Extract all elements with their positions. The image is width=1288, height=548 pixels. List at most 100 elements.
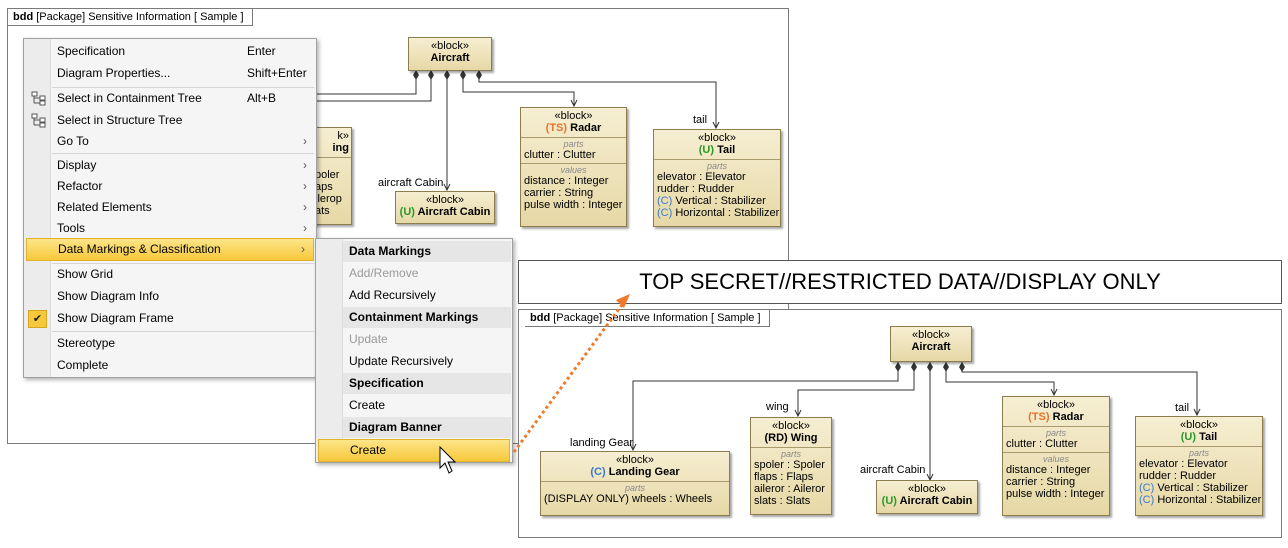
aircraft-cabin-block[interactable]: «block» (U) Aircraft Cabin (876, 480, 978, 514)
radar-block[interactable]: «block» (TS) Radar parts clutter : Clutt… (520, 107, 627, 227)
diagram-frame-tab: bdd [Package] Sensitive Information [ Sa… (525, 310, 770, 327)
menu-item-shortcut: Shift+Enter (247, 66, 307, 80)
block-stereotype: «block» (698, 132, 736, 144)
menu-item-label: Add Recursively (349, 288, 436, 302)
compartment-caption: parts (563, 139, 584, 149)
part-row: rudder : Rudder (1139, 470, 1217, 482)
menu-item-related-elements[interactable]: Related Elements› (25, 197, 315, 218)
menu-item-label: Create (350, 443, 387, 457)
block-stereotype: «block» (1180, 419, 1218, 431)
part-row: rudder : Rudder (657, 183, 735, 195)
menu-item-show-diagram-frame[interactable]: ✔ Show Diagram Frame (25, 308, 315, 329)
menu-separator (52, 263, 314, 264)
part-row: clutter : Clutter (524, 149, 596, 161)
submenu-arrow-icon: › (303, 179, 307, 193)
context-menu[interactable]: Specification Enter Diagram Properties...… (23, 38, 317, 378)
block-stereotype: «block» (908, 483, 946, 495)
diagram-title: [Package] Sensitive Information [ Sample… (36, 11, 244, 23)
part-row: poler (315, 169, 340, 181)
menu-item-show-grid[interactable]: Show Grid (25, 264, 315, 285)
banner-text: TOP SECRET//RESTRICTED DATA//DISPLAY ONL… (639, 269, 1161, 294)
menu-item-specification[interactable]: Specification Enter (25, 41, 315, 62)
compartment-caption: values (1042, 454, 1069, 464)
block-name: (RD) Wing (764, 432, 818, 444)
aircraft-block[interactable]: «block» Aircraft (408, 37, 492, 71)
menu-item-stereotype[interactable]: Stereotype (25, 333, 315, 354)
part-row: spoler : Spoler (754, 459, 825, 471)
aircraft-block[interactable]: «block» Aircraft (890, 326, 972, 362)
menu-item-label: Tools (57, 221, 86, 235)
classification-banner[interactable]: TOP SECRET//RESTRICTED DATA//DISPLAY ONL… (518, 260, 1282, 304)
menu-item-label: Update Recursively (349, 354, 454, 368)
wing-block[interactable]: «block» (RD) Wing parts spoler : Spoler … (750, 417, 832, 515)
landing-gear-block[interactable]: «block» (C) Landing Gear parts (DISPLAY … (540, 451, 730, 516)
menu-item-label: Select in Containment Tree (57, 91, 202, 105)
value-row: distance : Integer (1006, 464, 1091, 476)
block-name: Radar (570, 122, 602, 134)
menu-item-update[interactable]: Update (317, 329, 511, 350)
menu-item-label: Show Diagram Info (57, 289, 160, 303)
menu-item-label: Update (349, 332, 388, 346)
aircraft-cabin-block[interactable]: «block» (U) Aircraft Cabin (395, 191, 495, 224)
submenu-arrow-icon: › (303, 134, 307, 148)
menu-item-label: Specification (57, 44, 126, 58)
value-row: pulse width : Integer (524, 199, 623, 211)
diagram-title: [Package] Sensitive Information [ Sample… (553, 312, 761, 324)
part-row: slats : Slats (754, 495, 811, 507)
data-markings-submenu[interactable]: Data Markings Add/Remove Add Recursively… (315, 238, 513, 463)
menu-item-display[interactable]: Display› (25, 155, 315, 176)
menu-item-label: Create (349, 398, 386, 412)
classification-prefix: (U) (698, 144, 715, 156)
menu-item-label: Select in Structure Tree (57, 113, 183, 127)
block-stereotype: k» (337, 130, 349, 142)
block-stereotype: «block» (554, 110, 593, 122)
tail-block[interactable]: «block» (U) Tail parts elevator : Elevat… (1135, 416, 1263, 516)
compartment-caption: parts (1188, 448, 1209, 458)
menu-item-select-structure-tree[interactable]: Select in Structure Tree (25, 110, 315, 131)
block-name: Tail (1199, 431, 1218, 443)
classification-prefix: (C) (1139, 494, 1155, 506)
classification-prefix: (U) (881, 495, 897, 507)
menu-item-shortcut: Enter (247, 44, 276, 58)
menu-item-label: Show Grid (57, 267, 114, 281)
diagram-frame-tab: bdd [Package] Sensitive Information [ Sa… (8, 9, 253, 26)
block-name: Aircraft Cabin (417, 206, 491, 218)
value-row: carrier : String (1006, 476, 1076, 488)
tail-block[interactable]: «block» (U) Tail parts elevator : Elevat… (653, 129, 781, 227)
menu-item-data-markings-classification[interactable]: Data Markings & Classification› (26, 238, 314, 261)
role-label-aircraft-cabin: aircraft Cabin (378, 177, 444, 189)
value-row: carrier : String (524, 187, 594, 199)
part-row: aileror : Aileror (754, 483, 825, 495)
menu-item-label: Complete (57, 358, 109, 372)
radar-block[interactable]: «block» (TS) Radar parts clutter : Clutt… (1002, 396, 1110, 516)
menu-item-diagram-properties[interactable]: Diagram Properties...Shift+Enter (25, 63, 315, 84)
block-name: Aircraft (911, 341, 951, 353)
role-label-landing-gear: landing Gear (570, 437, 633, 449)
part-row: Horizontal : Stabilizer (1157, 494, 1262, 506)
menu-item-label: Display (57, 158, 97, 172)
menu-item-complete[interactable]: Complete (25, 355, 315, 376)
classification-prefix: (TS) (1028, 411, 1050, 423)
role-label-wing: wing (766, 401, 789, 413)
section-header-data-markings: Data Markings (343, 241, 511, 262)
part-row: Vertical : Stabilizer (675, 195, 766, 207)
menu-item-update-recursively[interactable]: Update Recursively (317, 351, 511, 372)
block-stereotype: «block» (1037, 399, 1075, 411)
menu-item-add-recursively[interactable]: Add Recursively (317, 285, 511, 306)
block-name: Aircraft (430, 52, 470, 64)
part-row: elevator : Elevator (1139, 458, 1228, 470)
menu-item-tools[interactable]: Tools› (25, 218, 315, 239)
menu-item-add-remove[interactable]: Add/Remove (317, 263, 511, 284)
menu-item-show-diagram-info[interactable]: Show Diagram Info (25, 286, 315, 307)
menu-item-refactor[interactable]: Refactor› (25, 176, 315, 197)
menu-item-label: Show Diagram Frame (57, 311, 174, 325)
block-name: Landing Gear (608, 466, 680, 478)
menu-item-label: Add/Remove (349, 266, 419, 280)
menu-item-go-to[interactable]: Go To› (25, 131, 315, 152)
menu-item-create-diagram-banner[interactable]: Create (318, 439, 510, 462)
menu-item-create-specification[interactable]: Create (317, 395, 511, 416)
menu-item-label: Related Elements (57, 200, 152, 214)
